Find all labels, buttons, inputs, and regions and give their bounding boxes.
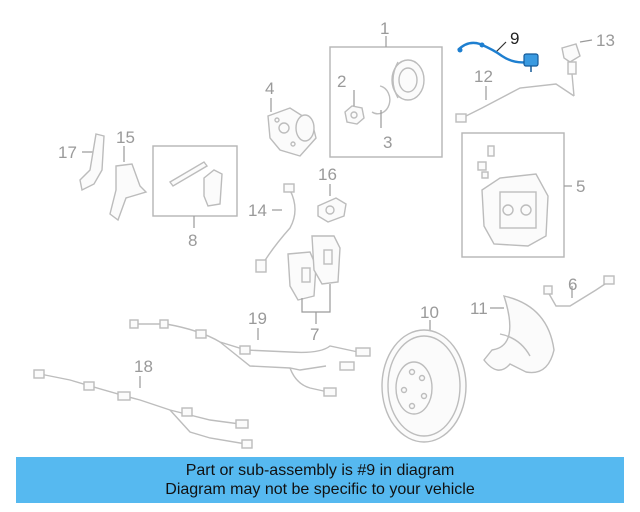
notice-line-part-number: Part or sub-assembly is #9 in diagram bbox=[185, 462, 455, 479]
part-label-16[interactable]: 16 bbox=[318, 165, 337, 184]
part-4-wheel-hub[interactable] bbox=[267, 98, 317, 157]
part-9-abs-wheel-sensor[interactable] bbox=[457, 41, 539, 72]
part-label-1[interactable]: 1 bbox=[380, 19, 389, 38]
part-18-wire-harness[interactable] bbox=[33, 369, 253, 449]
part-label-8[interactable]: 8 bbox=[188, 231, 197, 250]
diagram-notice-banner: Part or sub-assembly is #9 in diagram Di… bbox=[16, 457, 624, 503]
part-19-wire-harness[interactable] bbox=[129, 319, 371, 397]
part-10-brake-rotor[interactable] bbox=[381, 320, 467, 443]
part-label-10[interactable]: 10 bbox=[420, 303, 439, 322]
part-label-17[interactable]: 17 bbox=[58, 143, 77, 162]
part-7-brake-pads[interactable] bbox=[287, 235, 341, 324]
part-15-spring[interactable] bbox=[109, 146, 148, 222]
part-5-box bbox=[461, 132, 565, 258]
part-label-3[interactable]: 3 bbox=[383, 133, 392, 152]
part-8-box bbox=[152, 145, 238, 217]
part-9-sensor-cable bbox=[457, 41, 529, 64]
part-label-12[interactable]: 12 bbox=[474, 67, 493, 86]
part-9-sensor-head bbox=[523, 53, 539, 67]
part-6-brake-line[interactable] bbox=[543, 275, 615, 307]
part-label-19[interactable]: 19 bbox=[248, 309, 267, 328]
part-12-brake-line[interactable] bbox=[455, 61, 577, 123]
part-8-pad-hardware[interactable] bbox=[152, 145, 238, 228]
part-17-clip[interactable] bbox=[79, 133, 105, 192]
part-label-2[interactable]: 2 bbox=[337, 72, 346, 91]
part-1-wheel-bearing-group[interactable] bbox=[329, 36, 443, 158]
part-14-brake-hose[interactable] bbox=[255, 183, 296, 273]
part-5-brake-caliper[interactable] bbox=[461, 132, 572, 258]
part-label-11[interactable]: 11 bbox=[470, 299, 488, 318]
notice-line-disclaimer: Diagram may not be specific to your vehi… bbox=[165, 481, 475, 498]
part-label-4[interactable]: 4 bbox=[265, 79, 274, 98]
part-label-18[interactable]: 18 bbox=[134, 357, 153, 376]
part-label-9[interactable]: 9 bbox=[510, 29, 519, 48]
part-label-7[interactable]: 7 bbox=[310, 325, 319, 344]
part-label-5[interactable]: 5 bbox=[576, 177, 585, 196]
part-label-6[interactable]: 6 bbox=[568, 275, 577, 294]
part-label-13[interactable]: 13 bbox=[596, 31, 615, 50]
part-13-bracket[interactable] bbox=[561, 39, 593, 63]
part-16-fitting[interactable] bbox=[317, 184, 347, 223]
part-11-dust-shield[interactable] bbox=[483, 295, 555, 374]
part-label-15[interactable]: 15 bbox=[116, 128, 135, 147]
part-label-14[interactable]: 14 bbox=[248, 201, 267, 220]
